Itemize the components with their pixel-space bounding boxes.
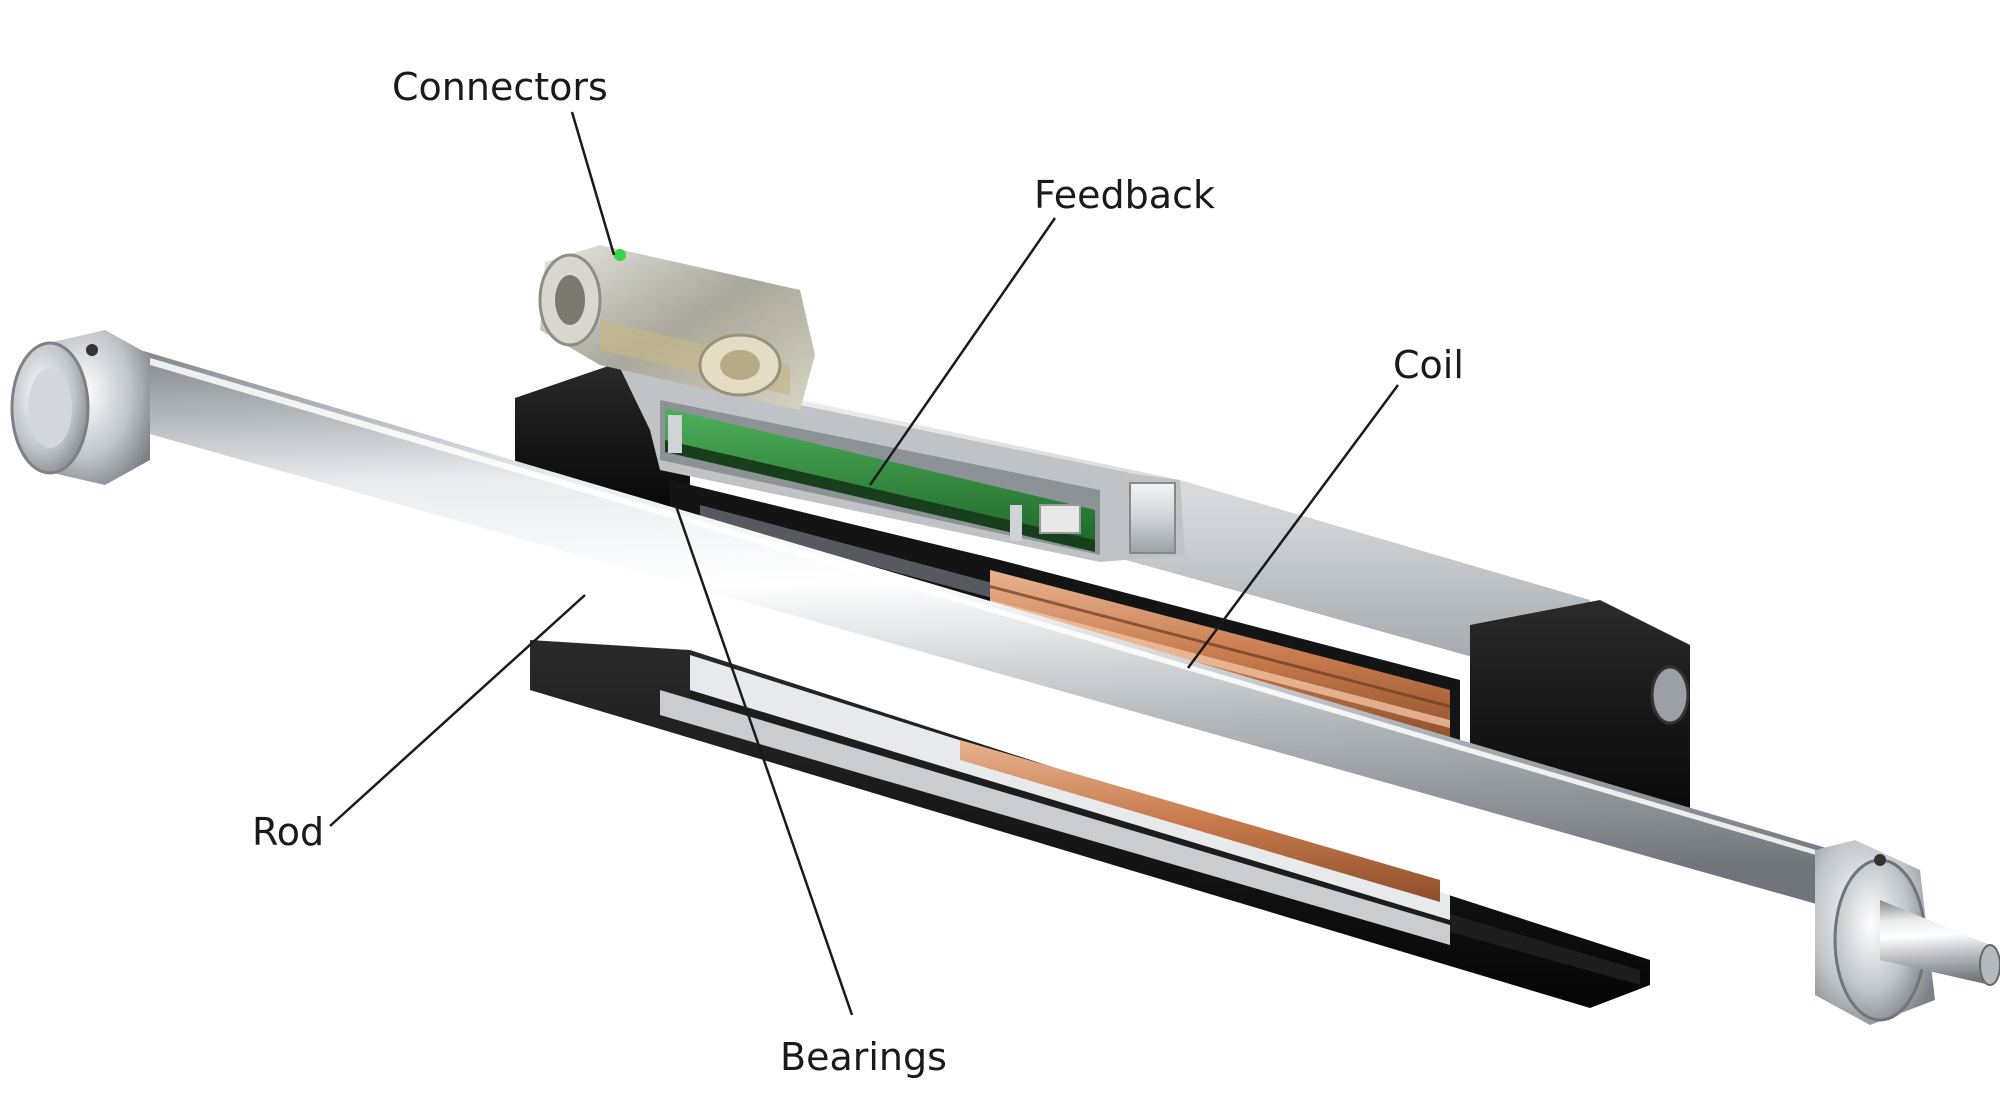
- rod: [80, 350, 1850, 905]
- bearings-label: Bearings: [780, 1035, 947, 1079]
- leader-lines: [329, 111, 1400, 1016]
- upper-coil: [990, 570, 1450, 745]
- feedback-leader: [868, 217, 1057, 486]
- lower-coil: [960, 740, 1440, 902]
- feedback-pcb: [665, 408, 1095, 552]
- feedback-label: Feedback: [1034, 173, 1215, 217]
- coil-leader: [1186, 384, 1400, 669]
- rod-leader: [329, 594, 586, 827]
- connectors-label: Connectors: [392, 65, 608, 109]
- coil-label: Coil: [1393, 343, 1464, 387]
- connectors-assembly: [538, 245, 815, 410]
- bearings-leader: [674, 505, 854, 1016]
- labels: Connectors Feedback Coil Rod Bearings: [252, 65, 1464, 1079]
- connectors-leader: [570, 111, 616, 256]
- rod-label: Rod: [252, 810, 324, 854]
- rod-left-end-cap: [10, 330, 150, 485]
- rod-right-end-cap: [1815, 840, 2000, 1025]
